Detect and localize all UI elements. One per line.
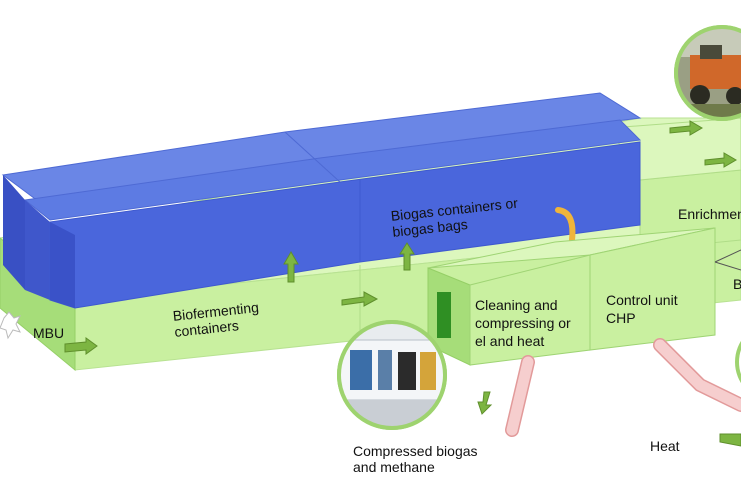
star-icon (0, 311, 21, 340)
arrow-mbu (64, 337, 98, 355)
control-label: Control unit CHP (606, 292, 678, 326)
unit-door (437, 292, 451, 338)
connector-line (714, 249, 741, 263)
pink-pipes (505, 338, 741, 437)
right-partial-photo (735, 340, 741, 384)
cleaning-label: Cleaning and compressing or el and heat (475, 297, 571, 349)
arrow-to-cleaning (341, 291, 379, 307)
arrow-up-mid (399, 242, 415, 271)
cleaning-control-unit (427, 227, 716, 366)
cut-letter-label: B (733, 276, 741, 292)
container-photo (337, 320, 447, 430)
biogas-container-stack (1, 92, 642, 309)
connector-line-2 (714, 261, 741, 271)
mbu-label: MBU (33, 325, 65, 341)
gas-pipe (555, 207, 576, 243)
enrichment-label: Enrichment (678, 206, 741, 222)
heat-label: Heat (650, 438, 680, 454)
arrow-enrich-1 (669, 120, 703, 136)
arrow-down-compressed (477, 391, 493, 415)
tractor-photo (674, 25, 741, 121)
arrow-enrich-2 (704, 152, 737, 168)
arrow-heat (719, 433, 741, 447)
compressed-label: Compressed biogas and methane (353, 443, 478, 475)
arrow-up-left (283, 251, 299, 283)
